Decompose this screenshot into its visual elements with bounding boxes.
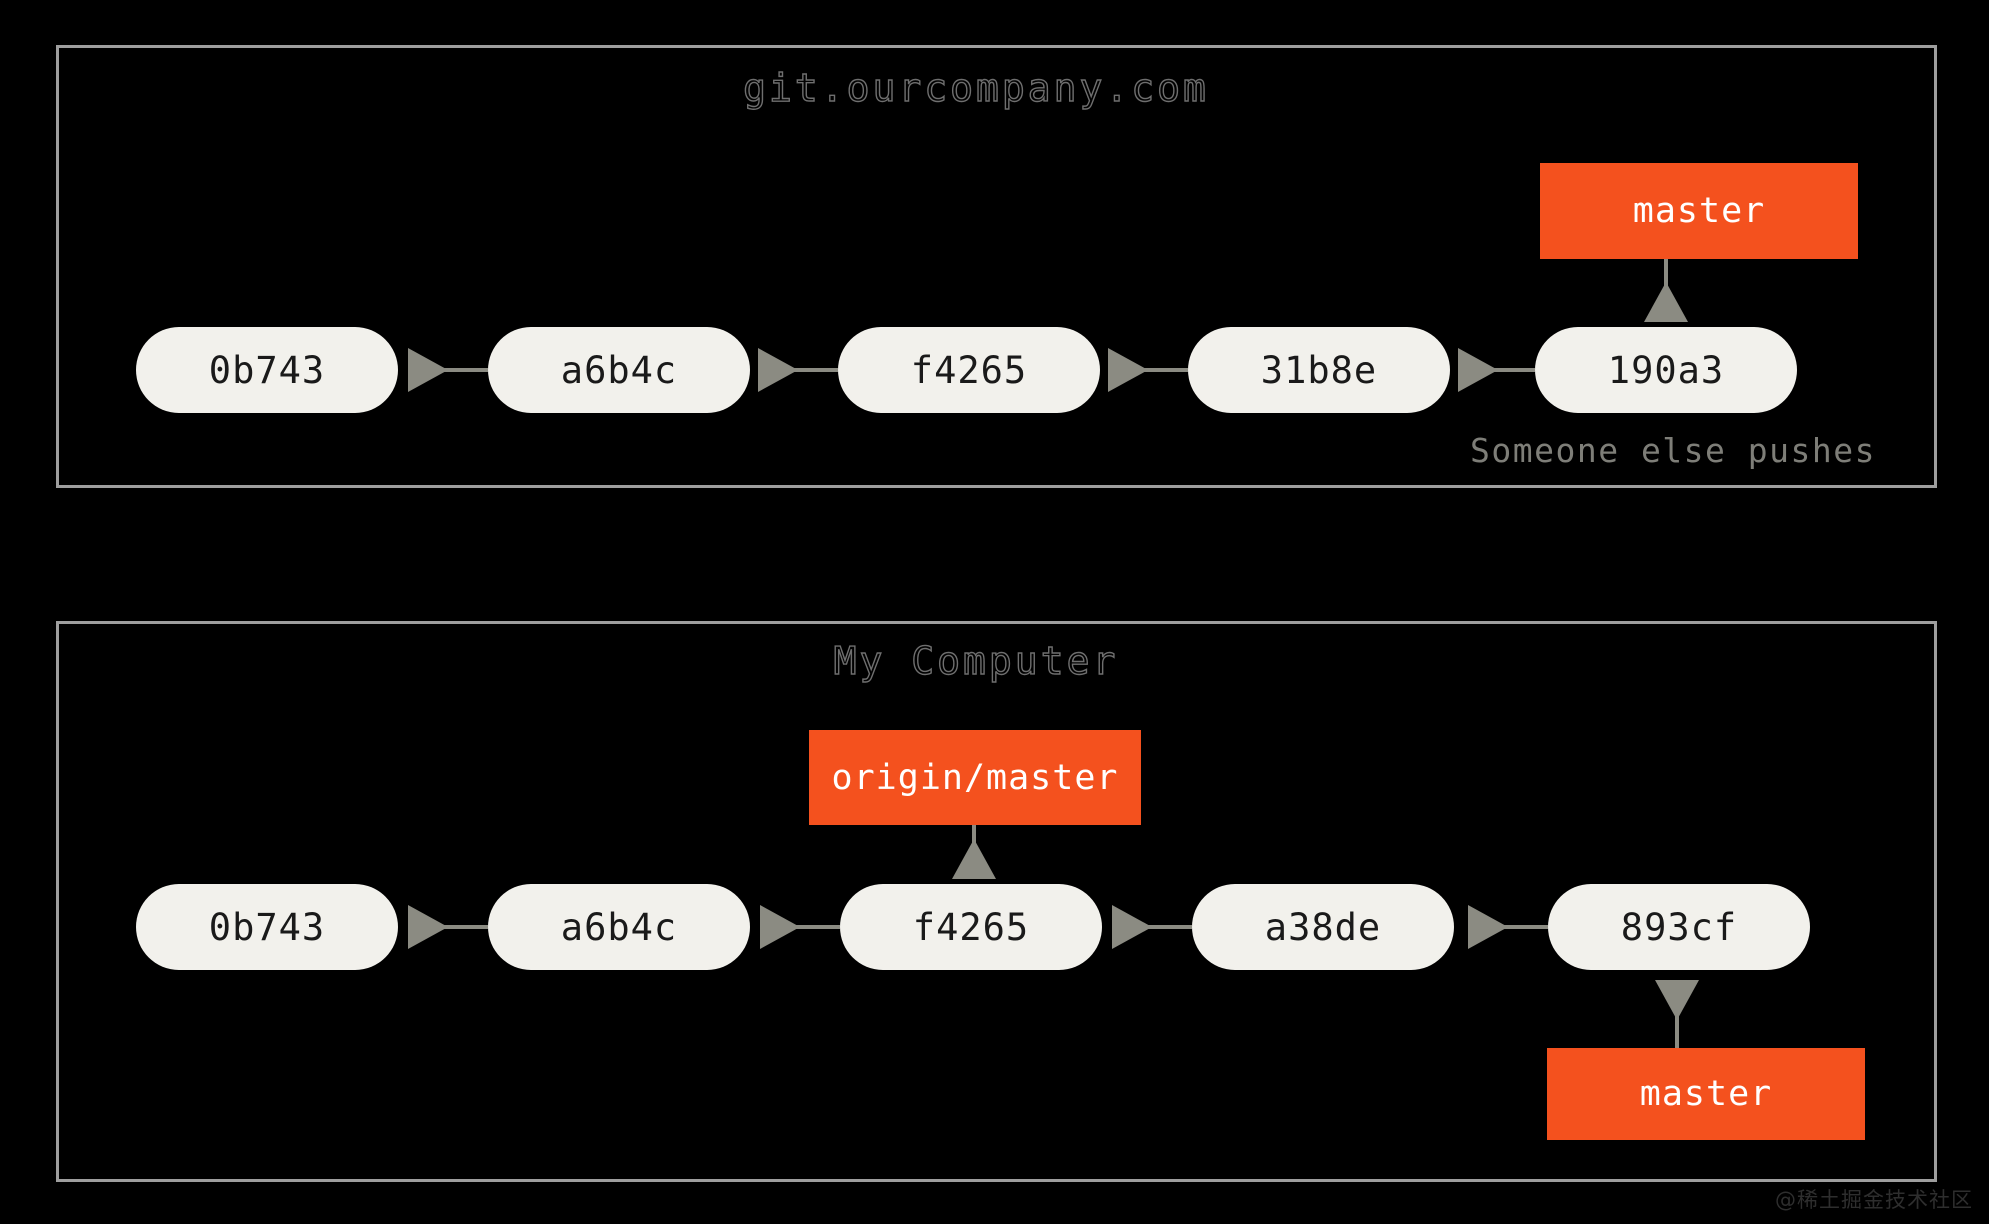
commit-node[interactable]: a6b4c [488,884,750,970]
commit-node[interactable]: 31b8e [1188,327,1450,413]
commit-node[interactable]: 893cf [1548,884,1810,970]
commit-node[interactable]: 190a3 [1535,327,1797,413]
panel-remote-repository [56,45,1937,488]
branch-label-origin-master[interactable]: origin/master [809,730,1141,825]
commit-node[interactable]: 0b743 [136,884,398,970]
panel-remote-title: git.ourcompany.com [742,65,1209,110]
commit-node[interactable]: 0b743 [136,327,398,413]
panel-local-title: My Computer [833,638,1119,683]
branch-label-master-remote[interactable]: master [1540,163,1858,259]
panel-local-repository [56,621,1937,1182]
commit-node[interactable]: a6b4c [488,327,750,413]
watermark-text: @稀土掘金技术社区 [1775,1188,1973,1212]
annotation-someone-else-pushes: Someone else pushes [1470,431,1876,470]
branch-label-master-local[interactable]: master [1547,1048,1865,1140]
commit-node[interactable]: f4265 [838,327,1100,413]
commit-node[interactable]: f4265 [840,884,1102,970]
commit-node[interactable]: a38de [1192,884,1454,970]
